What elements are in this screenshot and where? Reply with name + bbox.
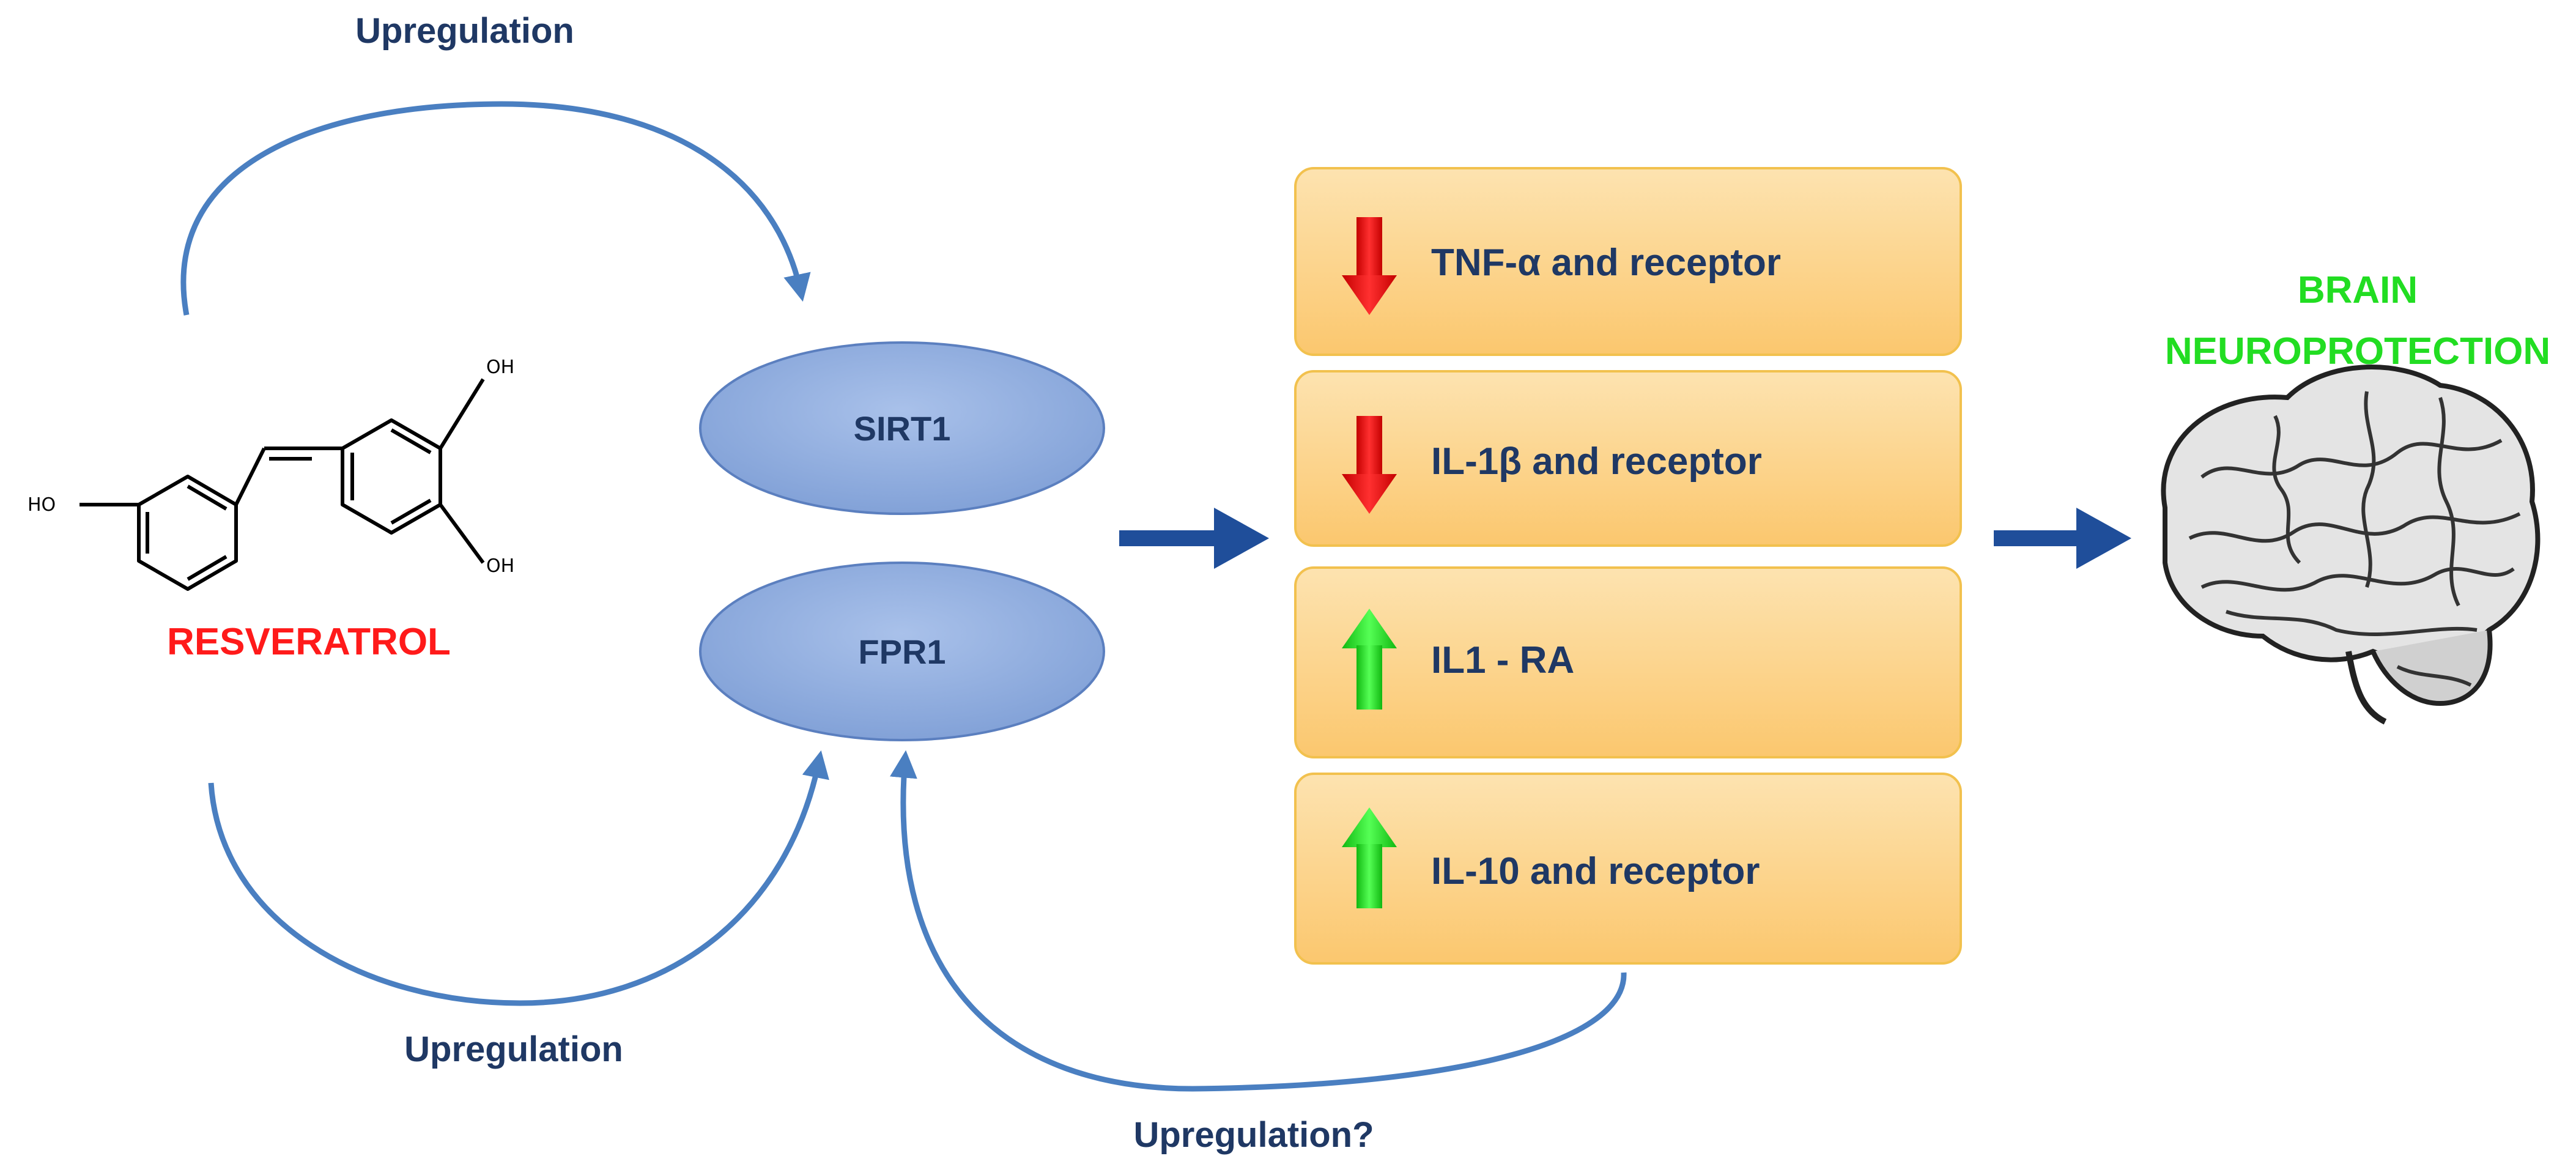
cytokine-label-il1ra: IL1 - RA (1431, 639, 1574, 681)
cytokine-box-il10: IL-10 and receptor (1294, 773, 1962, 965)
upregulation-question-arrow (889, 750, 1627, 1092)
cytokine-box-il1ra: IL1 - RA (1294, 566, 1962, 758)
sirt1-node: SIRT1 (699, 341, 1105, 515)
upregulation-top-arrow (180, 101, 811, 316)
flow-arrow-to-brain (1994, 508, 2131, 569)
upregulation-bottom-arrow (208, 750, 829, 1006)
cytokine-box-tnf: TNF-α and receptor (1294, 167, 1962, 356)
cytokine-label-tnf: TNF-α and receptor (1431, 242, 1781, 284)
flow-arrow-to-cytokines (1119, 508, 1269, 569)
upregulation-bottom-label: Upregulation (404, 1029, 623, 1069)
resveratrol-label: RESVERATROL (167, 621, 451, 663)
cytokine-label-il1b: IL-1β and receptor (1431, 440, 1762, 483)
down-arrow-icon (1342, 416, 1397, 514)
up-arrow-icon (1342, 609, 1397, 710)
fpr1-node: FPR1 (699, 562, 1105, 741)
cytokine-box-il1b: IL-1β and receptor (1294, 370, 1962, 547)
sirt1-label: SIRT1 (854, 409, 951, 448)
upregulation-question-label: Upregulation? (1133, 1115, 1374, 1155)
oh-top-label: OH (486, 357, 514, 378)
down-arrow-icon (1342, 217, 1397, 315)
resveratrol-structure (80, 378, 485, 591)
outcome-line1: BRAIN (2298, 269, 2418, 311)
oh-bottom-label: OH (486, 555, 514, 577)
brain-icon (2161, 365, 2541, 725)
fpr1-label: FPR1 (858, 632, 946, 671)
upregulation-top-label: Upregulation (355, 11, 574, 51)
cytokine-label-il10: IL-10 and receptor (1431, 850, 1760, 892)
up-arrow-icon (1342, 807, 1397, 908)
ho-left-label: HO (28, 494, 56, 516)
